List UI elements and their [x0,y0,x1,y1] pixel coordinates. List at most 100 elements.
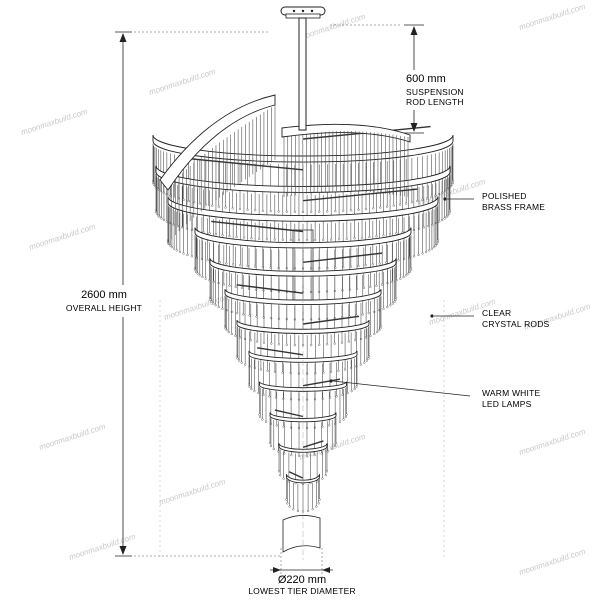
brass-ring [259,381,347,392]
rod-tip [277,343,280,346]
rod-tip [209,298,212,301]
rod-tip [296,509,300,513]
rod-tip [375,235,378,238]
rod-caption: SUSPENSION ROD LENGTH [406,87,466,107]
rod-tip [427,224,430,228]
rod-tip [301,510,305,513]
rod-tip [330,238,333,241]
rod-tip [293,344,296,347]
rod-tip [344,415,347,419]
rod-tip [381,283,384,286]
rod-tip [234,285,237,288]
rod-tip [285,343,288,346]
brass-ring [209,258,397,277]
rod-tip [187,199,190,203]
rod-tip [367,355,371,358]
rod-tip [156,214,160,217]
rod-tip [409,267,413,270]
rod-tip [445,215,448,219]
rod-value: 600 mm [406,73,446,85]
rod-tip [261,418,264,421]
rod-tip [232,263,235,266]
rod-tip [221,234,224,237]
rod-tip [246,208,249,211]
brass-ring [286,474,320,484]
rod-tip [371,263,374,266]
rod-tip [338,420,342,423]
rod-tip [355,385,358,388]
rod-tip [405,202,408,205]
rod-tip [421,198,424,201]
rod-tip [345,413,348,416]
rod-tip [176,224,179,228]
rod-tip [282,477,285,480]
rod-tip [237,359,241,362]
rod-tip [395,232,398,235]
rod-tip [162,218,166,222]
rod-tip [201,275,204,279]
rod-tip [318,498,321,501]
rod-tip [165,220,168,223]
rod-tip [186,253,189,257]
rod-tip [325,470,329,473]
diameter-caption: LOWEST TIER DIAMETER [248,586,356,596]
rod-tip [337,369,340,372]
rod-tip [394,296,398,299]
rod-tip [318,343,321,346]
rod-tip [337,238,341,241]
watermark-text: moonmaxbuild.com [28,222,97,252]
rod-tip [392,204,395,207]
rod-tip [269,444,273,448]
rod-tip [315,505,318,508]
rod-tip [354,339,357,342]
rod-tip [277,266,280,270]
rod-tip [204,203,207,206]
rod-tip [262,316,265,319]
watermark-text: moonmaxbuild.com [38,422,107,452]
rod-tip [264,420,268,423]
rod-tip [195,270,198,273]
rod-tip [170,246,174,249]
rod-tip [193,267,197,270]
brass-ring [278,443,328,453]
brass-ring [224,289,382,306]
rod-tip [221,307,224,310]
rod-tip [310,344,313,347]
rod-tip [375,284,378,287]
rod-tip [306,509,310,513]
rod-tip [262,393,265,396]
rod-tip [386,305,389,309]
rod-tip [208,232,211,235]
rod-tip [230,332,233,336]
rod-tip [228,235,231,238]
chandelier-body [151,94,455,553]
rod-tip [434,244,437,247]
rod-tip [432,246,436,249]
frame-arm [302,440,324,449]
rod-tip [335,395,338,398]
frame-arm [256,347,304,356]
rod-tip [196,272,199,275]
rod-tip [341,393,344,396]
rod-tip [266,369,269,372]
rod-tip [343,368,347,371]
frame-arm [177,156,304,171]
rod-tip [333,444,337,448]
rod-tip [409,269,412,272]
rod-tip [364,264,367,267]
watermark-text: moonmaxbuild.com [518,547,587,577]
spiral-band-right [281,123,411,143]
rod-tip [378,329,381,332]
rod-tip [273,238,276,241]
rod-tip [399,277,402,280]
rod-tip [342,418,345,421]
rod-tip [279,474,282,477]
rod-tip [389,304,392,307]
rod-tip [218,261,221,264]
rod-tip [342,209,345,212]
rod-tip [369,334,372,337]
rod-tip [379,206,382,209]
rod-tip [214,233,218,236]
rod-tip [446,214,450,217]
